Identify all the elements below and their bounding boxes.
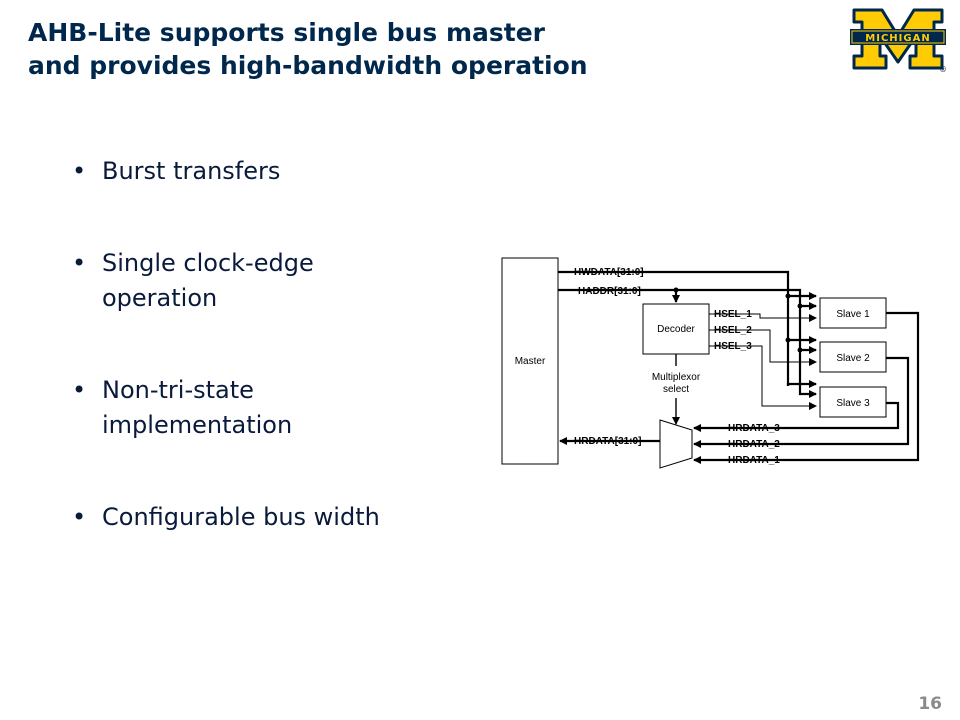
logo-banner	[850, 29, 946, 45]
logo-wordmark: MICHIGAN	[865, 33, 930, 44]
master-label: Master	[515, 356, 546, 367]
hrdata-1-label: HRDATA_1	[728, 455, 780, 466]
slave-1-block	[819, 297, 887, 329]
hsel-2-label: HSEL_2	[714, 325, 752, 336]
bullet-item: Burst transfers	[72, 154, 472, 189]
slide-title: AHB-Lite supports single bus master and …	[28, 16, 588, 82]
hsel-lines	[709, 313, 817, 410]
slave-2-block	[819, 341, 887, 373]
hsel-3-label: HSEL_3	[714, 341, 752, 352]
bullet-item: Non-tri-state implementation	[72, 373, 472, 443]
slave-2-label: Slave 2	[836, 353, 870, 364]
master-block	[501, 257, 559, 465]
slide-title-line-1: AHB-Lite supports single bus master	[28, 18, 546, 47]
decoder-label: Decoder	[657, 324, 695, 335]
bullet-list: Burst transfers Single clock-edge operat…	[72, 154, 472, 535]
haddr-label: HADDR[31:0]	[578, 286, 641, 297]
slave-3-block	[819, 386, 887, 418]
hrdata-3-label: HRDATA_3	[728, 423, 780, 434]
decoder-block	[642, 303, 710, 355]
bullet-item: Single clock-edge operation	[72, 246, 472, 316]
mux-select-label-2: select	[663, 384, 689, 395]
hsel-1-label: HSEL_1	[714, 309, 752, 320]
hwdata-bus	[558, 270, 817, 388]
bullet-item: Configurable bus width	[72, 500, 472, 535]
hrdata-2-label: HRDATA_2	[728, 439, 780, 450]
michigan-logo: MICHIGAN ®	[850, 8, 947, 72]
slide-title-line-2: and provides high-bandwidth operation	[28, 51, 588, 80]
page-number: 16	[918, 694, 942, 714]
mux-select-label-1: Multiplexor	[652, 372, 701, 383]
hwdata-label: HWDATA[31:0]	[574, 267, 644, 278]
registered-mark: ®	[939, 65, 947, 72]
slave-3-label: Slave 3	[836, 398, 870, 409]
hrdata-label: HRDATA[31:0]	[574, 436, 641, 447]
multiplexor	[659, 419, 693, 469]
ahb-lite-diagram: Master HWDATA[31:0] HADDR[31:0] Decoder …	[501, 257, 920, 469]
slave-1-label: Slave 1	[836, 309, 870, 320]
hrdata-return-paths	[693, 311, 920, 464]
